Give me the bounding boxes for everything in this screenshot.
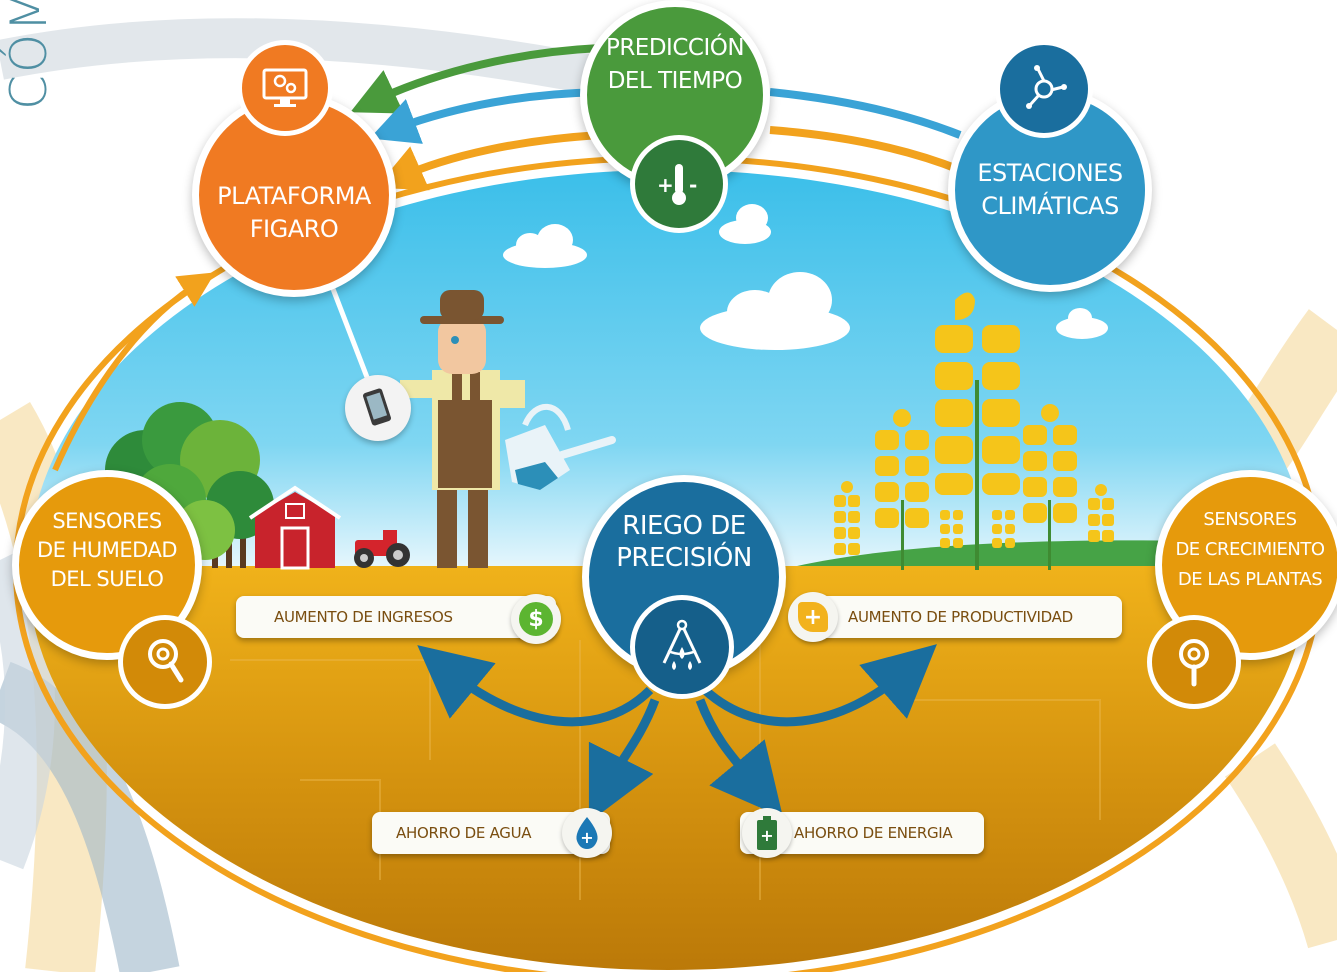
plus-leaf-icon: + — [788, 592, 838, 642]
stations-label: ESTACIONES CLIMÁTICAS — [977, 159, 1123, 220]
dollar-icon: $ — [511, 594, 561, 644]
svg-text:+: + — [760, 826, 773, 845]
water-label: AHORRO DE AGUA — [396, 824, 532, 842]
weather-stations-node: ESTACIONES CLIMÁTICAS — [948, 88, 1152, 292]
svg-text:+: + — [580, 828, 593, 847]
income-benefit: AUMENTO DE INGRESOS — [236, 596, 556, 638]
water-drop-plus-icon: + — [562, 808, 612, 858]
monitor-gears-icon — [237, 40, 333, 136]
irrigation-label: RIEGO DE PRECISIÓN — [616, 511, 752, 573]
productivity-benefit: AUMENTO DE PRODUCTIVIDAD — [800, 596, 1122, 638]
soil-label: SENSORES DE HUMEDAD DEL SUELO — [36, 508, 178, 591]
location-pin-icon — [1147, 615, 1241, 709]
side-title: CÓM — [0, 0, 58, 110]
growth-label: SENSORES DE CRECIMIENTO DE LAS PLANTAS — [1175, 509, 1325, 590]
svg-text:-: - — [689, 173, 697, 197]
income-label: AUMENTO DE INGRESOS — [274, 608, 453, 626]
smartphone-icon — [345, 375, 411, 441]
productivity-label: AUMENTO DE PRODUCTIVIDAD — [848, 608, 1073, 626]
network-hub-icon — [995, 40, 1093, 138]
energy-label: AHORRO DE ENERGIA — [794, 824, 953, 842]
compass-drops-icon — [630, 595, 734, 699]
battery-plus-icon: + — [742, 808, 792, 858]
soil-moisture-sensors-node: SENSORES DE HUMEDAD DEL SUELO — [12, 470, 202, 660]
svg-text:+: + — [657, 173, 674, 197]
platform-label: PLATAFORMA FIGARO — [217, 182, 371, 243]
weather-label: PREDICCIÓN DEL TIEMPO — [605, 35, 745, 94]
thermometer-icon: +- — [630, 135, 728, 233]
location-pin-icon — [118, 615, 212, 709]
